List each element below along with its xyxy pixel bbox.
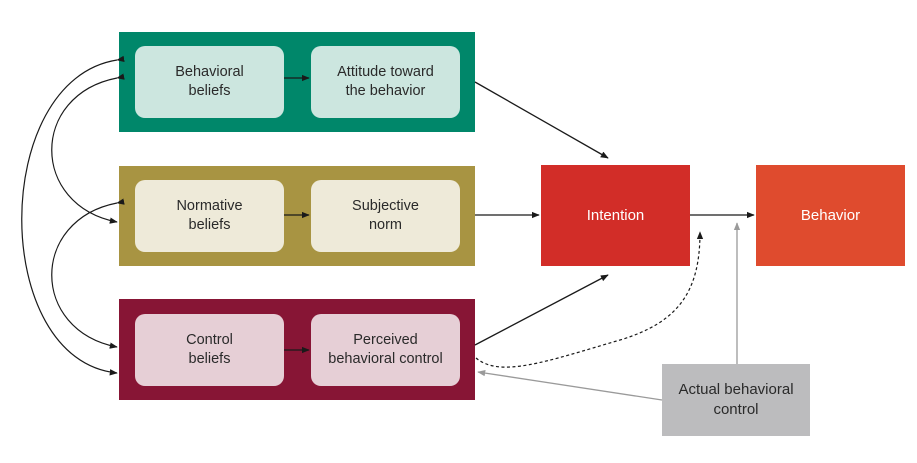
intention-box: Intention (541, 165, 690, 266)
control-beliefs-line-2: beliefs (188, 351, 231, 367)
attitude-line-2: the behavior (345, 83, 426, 99)
arrow-attitude-to-intention (474, 81, 609, 159)
arrow-control-to-intention (474, 274, 609, 346)
actual-control-line-2: control (713, 401, 759, 418)
attitude-line-1: Attitude toward (337, 64, 434, 80)
control-beliefs-line-1: Control (186, 332, 233, 348)
dashed-arrow-perceived-control-to-intention (475, 231, 704, 368)
perceived-control-box: Perceived behavioral control (311, 314, 460, 386)
behavior-box: Behavior (756, 165, 905, 266)
perceived-control-line-2: behavioral control (328, 351, 443, 367)
arrow-behavioral-normative-beliefs (51, 73, 125, 224)
normative-beliefs-line-2: beliefs (188, 217, 231, 233)
actual-control-line-1: Actual behavioral (678, 381, 794, 398)
subjective-norm-line-2: norm (368, 217, 403, 233)
actual-control-box: Actual behavioral control (662, 364, 810, 436)
subjective-norm-box: Subjective norm (311, 180, 460, 252)
arrow-outer-behavioral-control-beliefs (21, 55, 125, 376)
intention-label: Intention (586, 206, 645, 224)
attitude-box: Attitude toward the behavior (311, 46, 460, 118)
behavior-label: Behavior (800, 206, 861, 224)
subjective-norm-line-1: Subjective (352, 198, 419, 214)
arrow-actual-control-to-perceived-control (477, 369, 663, 401)
normative-beliefs-box: Normative beliefs (135, 180, 284, 252)
arrow-normative-control-beliefs (51, 198, 125, 349)
control-beliefs-box: Control beliefs (135, 314, 284, 386)
behavioral-beliefs-line-2: beliefs (188, 83, 231, 99)
behavioral-beliefs-line-1: Behavioral (175, 64, 244, 80)
normative-beliefs-line-1: Normative (176, 198, 243, 214)
behavioral-beliefs-box: Behavioral beliefs (135, 46, 284, 118)
perceived-control-line-1: Perceived (353, 332, 418, 348)
